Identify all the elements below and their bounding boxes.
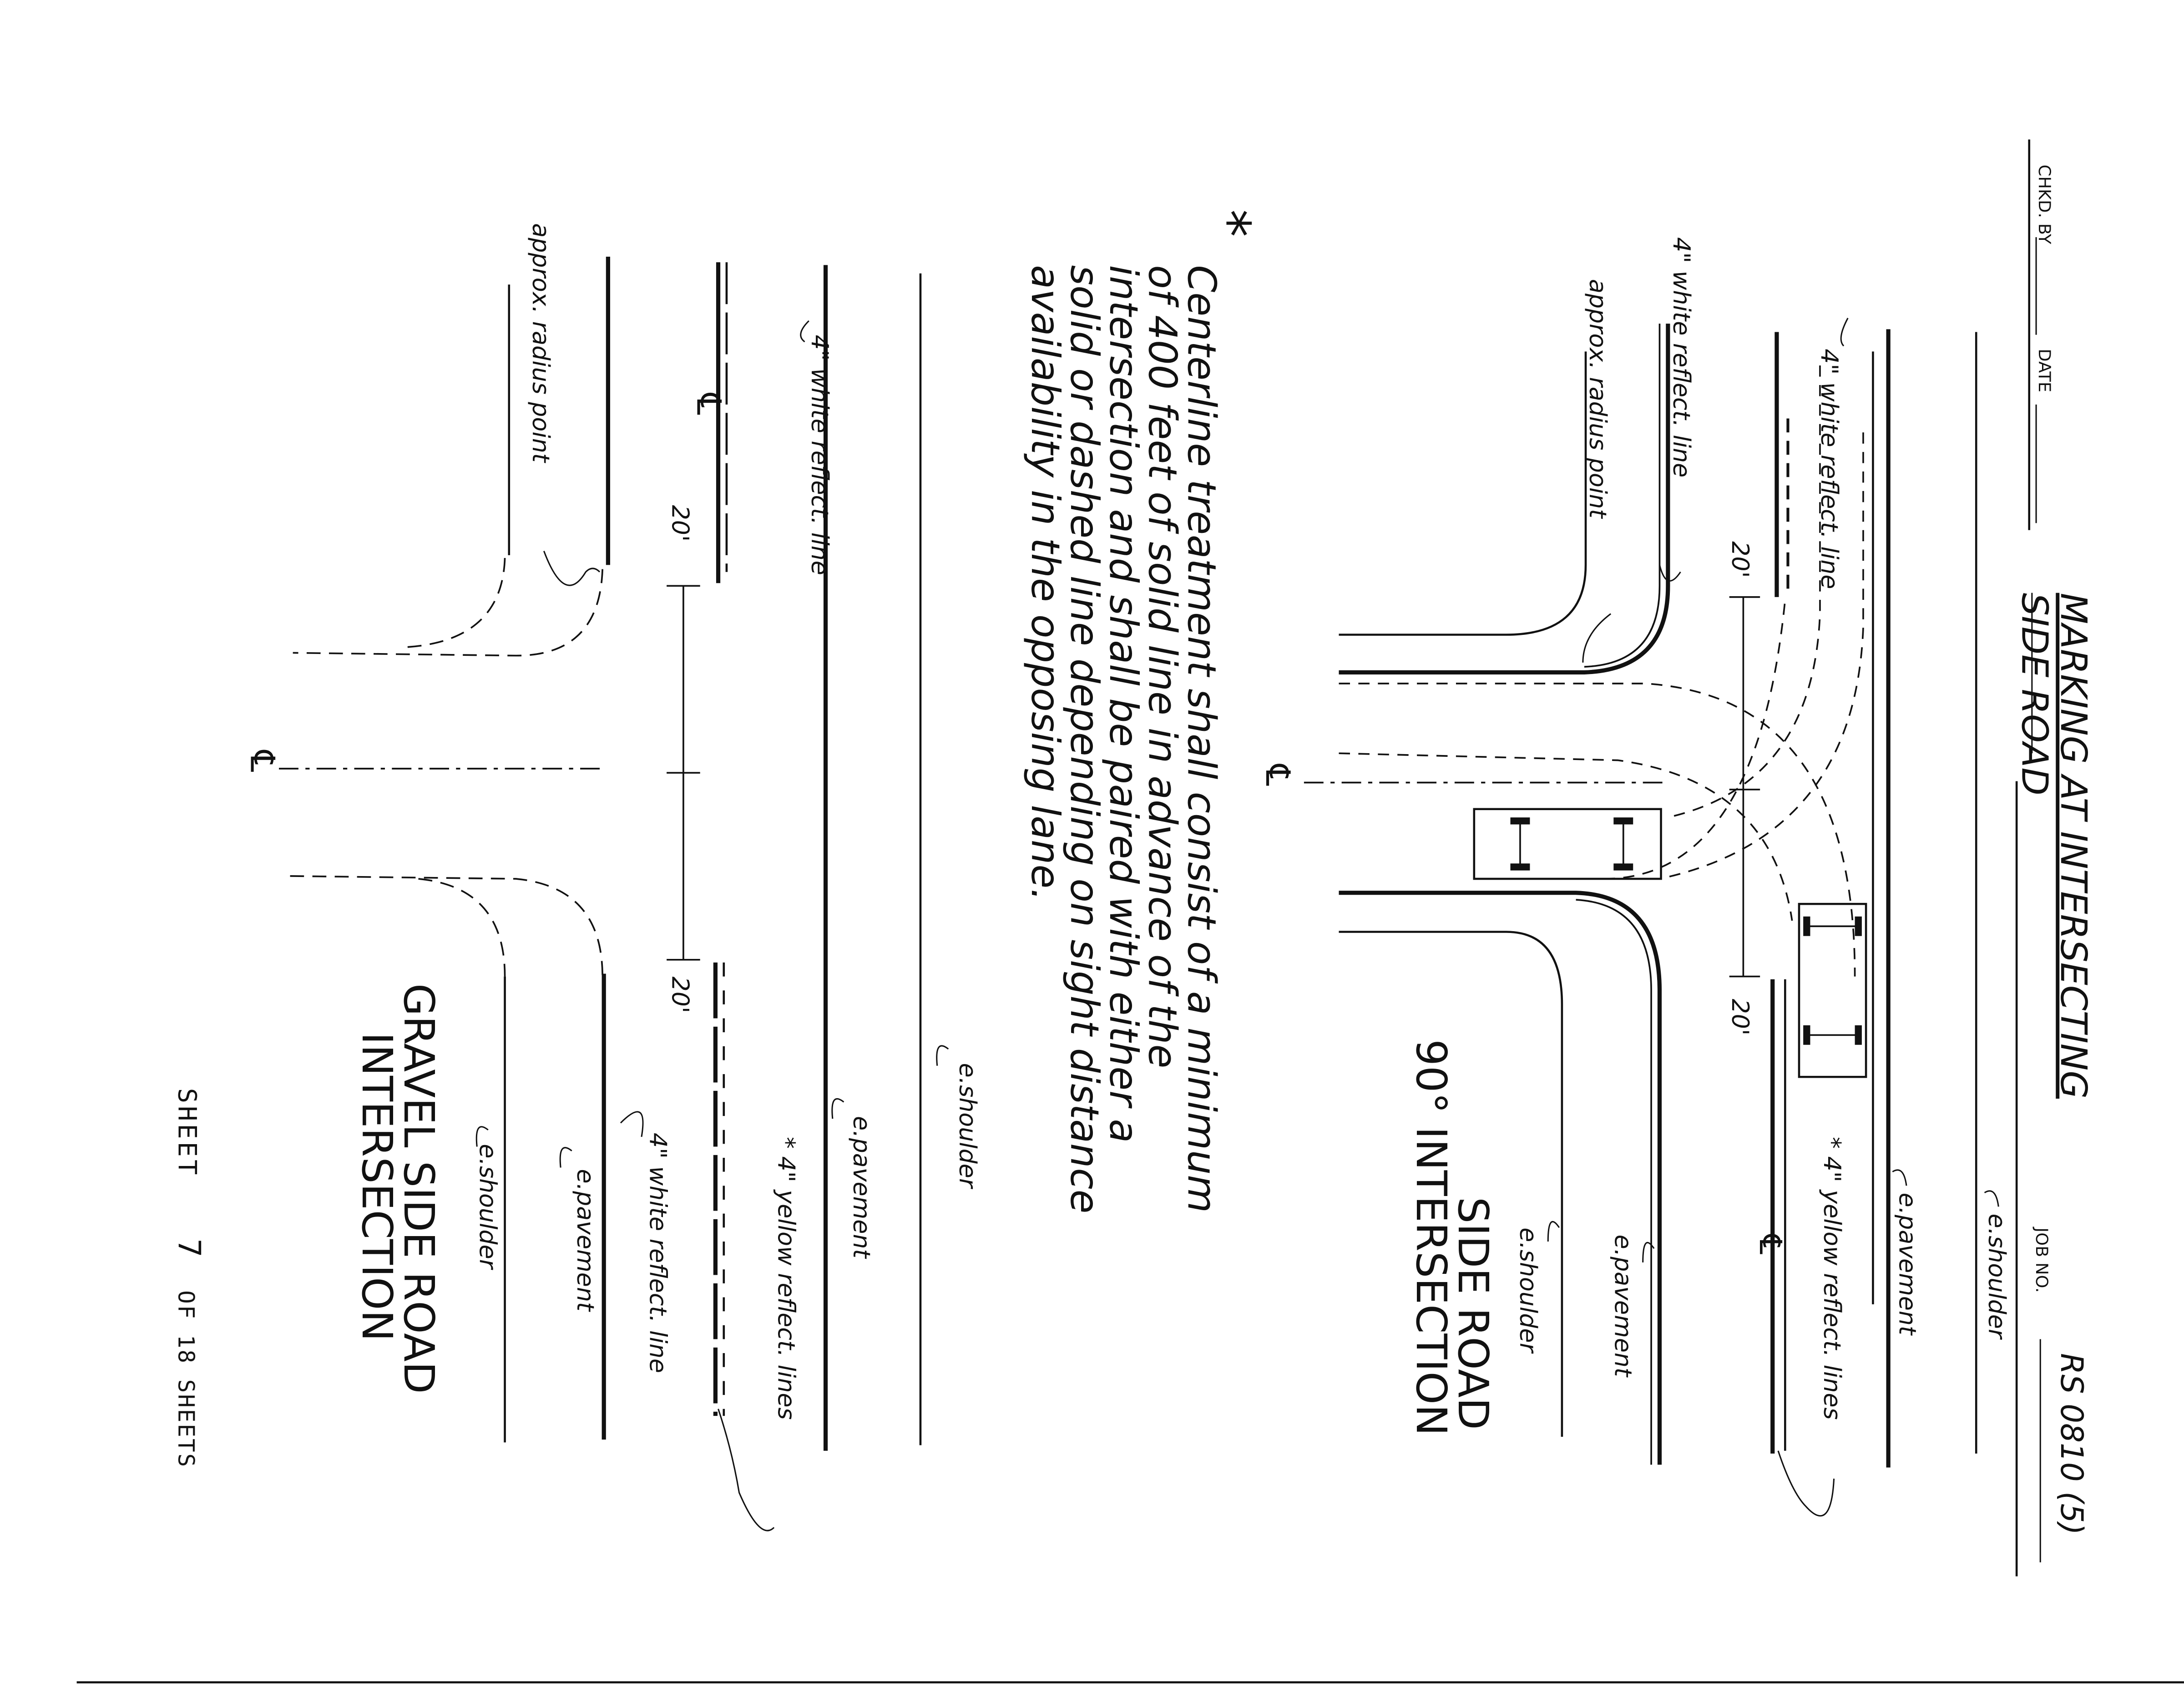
- upper-pavement-label-bottom: e.pavement: [1609, 1235, 1636, 1378]
- lower-gravel-edge-right: [290, 875, 603, 977]
- upper-yellow-lines-label: * 4" yellow reflect. lines: [1818, 1137, 1845, 1420]
- drawing-title-line2: SIDE ROAD: [2013, 593, 2056, 796]
- upper-diagram-title-line2: 90° INTERSECTION: [1407, 1039, 1456, 1435]
- note-line-5: availability in the opposing lane.: [1022, 265, 1068, 901]
- lower-white-line-label-bottom: 4" white reflect. line: [644, 1133, 671, 1373]
- lower-pavement-label-top: e.pavement: [848, 1116, 875, 1259]
- lower-yellow-lines-label: * 4" yellow reflect. lines: [772, 1137, 799, 1420]
- lower-gravel-edge-left-outer: [404, 558, 506, 649]
- upper-shoulder-bottom-left: [1339, 351, 1587, 636]
- upper-shoulder-label-top: e.shoulder: [1983, 1214, 2010, 1340]
- upper-white-line-label-top: 4" white reflect. line: [1815, 349, 1843, 589]
- job-number-label: JOB NO.: [2032, 1227, 2052, 1293]
- note-line-4: solid or dashed line depending on sight …: [1062, 265, 1107, 1213]
- lower-white-line-label-top: 4" white reflect. line: [806, 335, 833, 575]
- note-line-1: Centerline treatment shall consist of a …: [1178, 265, 1224, 1213]
- upper-turn-path-2: [1659, 432, 1864, 880]
- upper-dimension-right: 20': [1726, 999, 1754, 1036]
- date-label: DATE: [2035, 349, 2054, 392]
- upper-centerline-symbol-side: ℄: [1258, 764, 1297, 786]
- upper-vehicle-turning: [1798, 902, 1867, 1078]
- sheet-number: 7: [171, 1239, 207, 1257]
- lower-shoulder-label-top: e.shoulder: [954, 1063, 981, 1190]
- lower-diagram-title-line2: INTERSECTION: [353, 1032, 401, 1341]
- lower-gravel-edge-left: [293, 569, 603, 657]
- lower-diagram-title-line1: GRAVEL SIDE ROAD: [394, 983, 443, 1394]
- lower-dimension-right: 20': [666, 977, 693, 1014]
- job-number-value: RS 0810 (5): [2054, 1353, 2090, 1535]
- lower-radius-point-label: approx. radius point: [527, 223, 554, 463]
- centerline-note: * Centerline treatment shall consist of …: [1022, 209, 1262, 1214]
- sheet-of-total: OF 18 SHEETS: [173, 1290, 199, 1468]
- upper-white-line-bottom-right: [1339, 891, 1662, 1465]
- upper-white-line-label-side: 4" white reflect. line: [1668, 237, 1695, 477]
- upper-turn-path-4: [1339, 752, 1793, 921]
- lower-centerline-symbol-main: ℄: [689, 392, 728, 415]
- sheet-number-block: SHEET 7 OF 18 SHEETS: [171, 1088, 207, 1468]
- upper-shoulder-label-bottom: e.shoulder: [1514, 1227, 1542, 1354]
- note-star: *: [1198, 209, 1263, 237]
- upper-white-line-bottom-right-inner: [1576, 899, 1652, 1465]
- upper-turn-path-1: [1673, 365, 1821, 817]
- title-block: CHKD. BY DATE MARKING AT INTERSECTING SI…: [2013, 139, 2095, 1576]
- lower-centerline-symbol-side: ℄: [243, 750, 282, 772]
- note-line-2: of 400 feet of solid line in advance of …: [1140, 265, 1185, 1068]
- lower-shoulder-label-bottom: e.shoulder: [474, 1144, 501, 1270]
- note-line-3: intersection and shall be paired with ei…: [1101, 265, 1146, 1143]
- upper-intersection-diagram: e.shoulder e.pavement 4" white reflect. …: [1258, 237, 2010, 1517]
- upper-shoulder-bottom-right: [1339, 931, 1563, 1437]
- upper-white-line-bottom-left-inner: [1584, 324, 1661, 668]
- lower-pavement-label-bottom: e.pavement: [571, 1169, 599, 1313]
- lower-dimension-left: 20': [666, 505, 693, 542]
- lower-gravel-edge-right-outer: [418, 878, 506, 977]
- lower-intersection-diagram: e.shoulder e.pavement 4" white reflect. …: [243, 223, 981, 1531]
- upper-centerline-symbol-main: ℄: [1753, 1234, 1789, 1254]
- upper-diagram-title-line1: SIDE ROAD: [1449, 1197, 1497, 1430]
- drawing-title-line1: MARKING AT INTERSECTING: [2053, 593, 2095, 1099]
- upper-pavement-label-top: e.pavement: [1894, 1193, 1921, 1336]
- upper-white-line-bottom-left: [1339, 324, 1670, 674]
- sheet-label: SHEET: [172, 1088, 201, 1178]
- upper-turn-path-5: [1603, 599, 1786, 880]
- upper-vehicle-on-side-road: [1473, 808, 1662, 880]
- upper-dimension-left: 20': [1726, 541, 1754, 578]
- upper-turn-path-3: [1339, 683, 1856, 977]
- checked-by-label: CHKD. BY: [2035, 165, 2054, 244]
- upper-radius-point-label: approx. radius point: [1584, 279, 1611, 519]
